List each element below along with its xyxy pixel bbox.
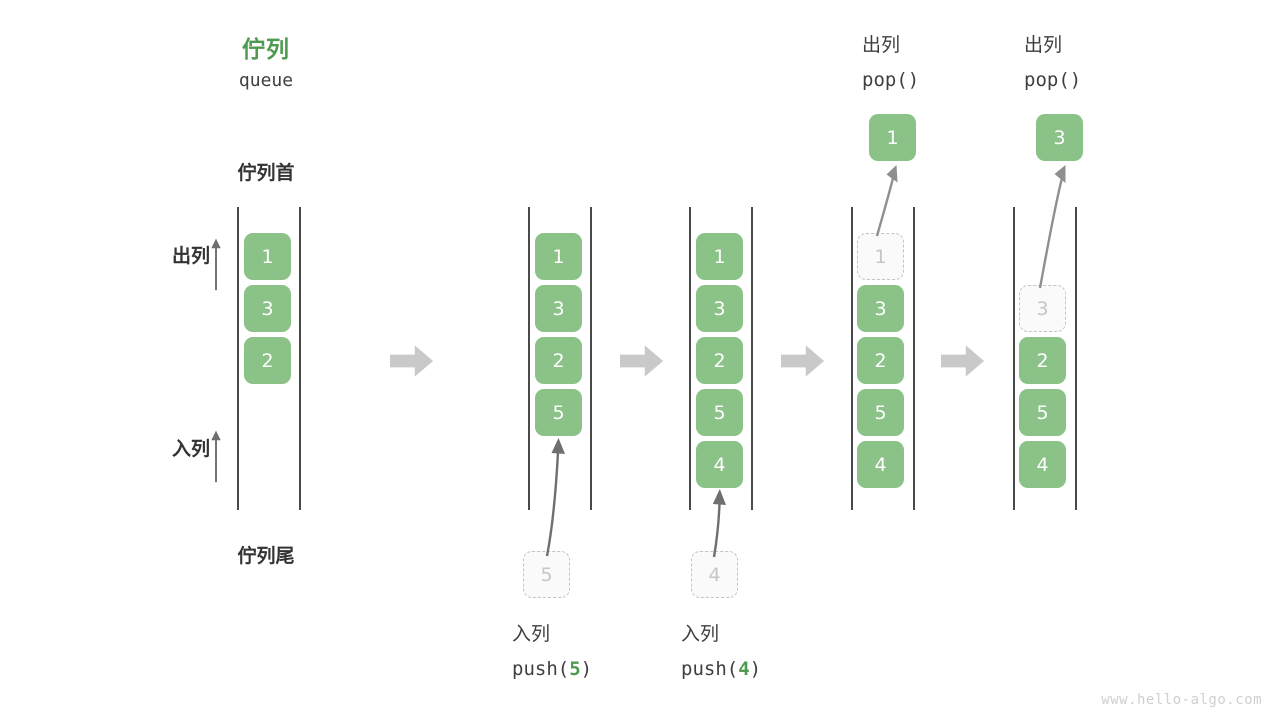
enqueue-direction-label: 入列: [171, 438, 210, 460]
queue-rail-left: [237, 207, 239, 510]
queue-rail-left: [528, 207, 530, 510]
stage-caption-cn: 入列: [681, 623, 720, 645]
queue-cell-new: 5: [535, 389, 582, 436]
stage-caption-pop-1: 出列 pop(): [862, 28, 1032, 98]
stage-caption-code: push(5): [512, 658, 593, 680]
queue-cell: 2: [857, 337, 904, 384]
pop-arrow-icon: [875, 165, 898, 237]
queue-cell: 5: [1019, 389, 1066, 436]
queue-cell: 1: [244, 233, 291, 280]
enqueue-direction-arrow-icon: [211, 430, 221, 483]
push-arrow-icon: [712, 489, 726, 558]
queue-cell: 3: [535, 285, 582, 332]
queue-cell: 1: [535, 233, 582, 280]
popped-element: 3: [1036, 114, 1083, 161]
diagram-title-cn: 佇列: [242, 37, 290, 63]
stage-caption-code: pop(): [1024, 69, 1082, 91]
stage-caption-cn: 出列: [862, 34, 901, 56]
queue-rail-right: [1075, 207, 1077, 510]
push-arrow-icon: [545, 438, 565, 557]
popped-element: 1: [869, 114, 916, 161]
queue-rail-right: [751, 207, 753, 510]
queue-cell: 2: [244, 337, 291, 384]
diagram-title-en: queue: [238, 70, 294, 91]
queue-rail-left: [689, 207, 691, 510]
queue-cell-removed: 3: [1019, 285, 1066, 332]
queue-rail-right: [299, 207, 301, 510]
stage-caption-cn: 出列: [1024, 34, 1063, 56]
queue-cell: 2: [696, 337, 743, 384]
incoming-element-ghost: 5: [523, 551, 570, 598]
incoming-element-ghost: 4: [691, 551, 738, 598]
queue-rail-right: [590, 207, 592, 510]
stage-caption-push-5: 入列 push(5): [512, 617, 682, 687]
queue-cell: 3: [696, 285, 743, 332]
queue-cell: 4: [1019, 441, 1066, 488]
queue-cell: 2: [535, 337, 582, 384]
flow-arrow-icon: [620, 345, 664, 377]
queue-cell: 5: [857, 389, 904, 436]
flow-arrow-icon: [781, 345, 825, 377]
dequeue-direction-arrow-icon: [211, 238, 221, 291]
queue-head-label: 佇列首: [237, 162, 295, 184]
queue-cell-new: 4: [696, 441, 743, 488]
queue-rail-right: [913, 207, 915, 510]
queue-tail-label: 佇列尾: [237, 545, 295, 567]
queue-cell-removed: 1: [857, 233, 904, 280]
queue-rail-left: [851, 207, 853, 510]
queue-cell: 1: [696, 233, 743, 280]
stage-caption-pop-3: 出列 pop(): [1024, 28, 1194, 98]
flow-arrow-icon: [941, 345, 985, 377]
dequeue-direction-label: 出列: [171, 245, 210, 267]
pop-arrow-icon: [1038, 165, 1066, 289]
queue-cell: 2: [1019, 337, 1066, 384]
stage-caption-push-4: 入列 push(4): [681, 617, 851, 687]
stage-caption-code: push(4): [681, 658, 762, 680]
queue-cell: 4: [857, 441, 904, 488]
watermark: www.hello-algo.com: [1101, 692, 1262, 708]
queue-rail-left: [1013, 207, 1015, 510]
queue-cell: 5: [696, 389, 743, 436]
queue-cell: 3: [244, 285, 291, 332]
stage-caption-code: pop(): [862, 69, 920, 91]
stage-caption-cn: 入列: [512, 623, 551, 645]
flow-arrow-icon: [390, 345, 434, 377]
queue-cell: 3: [857, 285, 904, 332]
